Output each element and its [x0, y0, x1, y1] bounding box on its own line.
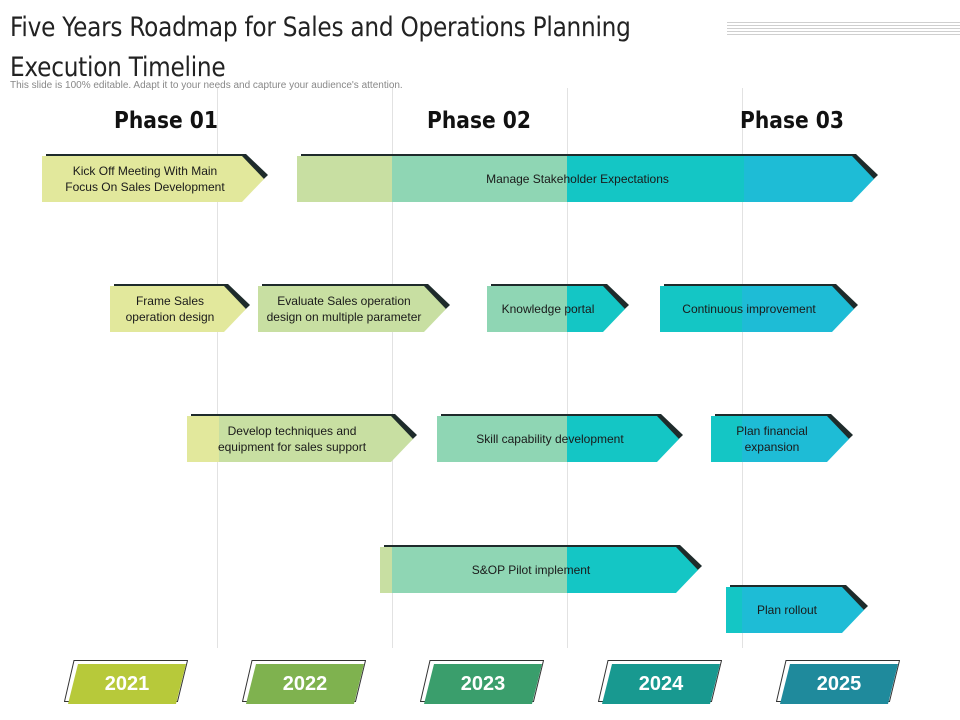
task-label: Kick Off Meeting With Main Focus On Sale… — [65, 164, 225, 194]
year-badge-2022: 2022 — [242, 660, 366, 702]
gridline-2 — [392, 88, 393, 648]
task-label: Develop techniques and equipment for sal… — [217, 424, 367, 454]
task-bar — [437, 416, 679, 462]
year-badge-outline — [420, 660, 544, 702]
task-bar — [110, 286, 246, 332]
phase-heading-03: Phase 03 — [740, 108, 844, 134]
task-label: Plan financial expansion — [736, 424, 808, 454]
year-badge-fill — [68, 664, 186, 704]
gridline-4 — [742, 88, 743, 648]
task-label: Evaluate Sales operation design on multi… — [266, 294, 422, 324]
task-bar — [711, 416, 849, 462]
year-badge-fill — [602, 664, 720, 704]
task-label: Skill capability development — [476, 432, 624, 446]
task-bar — [187, 416, 413, 462]
task-label: Manage Stakeholder Expectations — [486, 172, 669, 186]
year-badge-2021: 2021 — [64, 660, 188, 702]
year-badge-2023: 2023 — [420, 660, 544, 702]
task-label: S&OP Pilot implement — [471, 563, 591, 577]
year-badge-fill — [424, 664, 542, 704]
task-bar — [487, 286, 625, 332]
task-label: Continuous improvement — [682, 302, 816, 316]
title-line-1: Five Years Roadmap for Sales and Operati… — [10, 12, 631, 43]
year-badge-outline — [242, 660, 366, 702]
year-badge-fill — [780, 664, 898, 704]
year-label: 2023 — [460, 672, 506, 695]
task-bar — [258, 286, 446, 332]
task-label: Knowledge portal — [501, 302, 595, 316]
year-badge-2025: 2025 — [776, 660, 900, 702]
task-label: Frame Sales operation design — [125, 294, 215, 324]
year-label: 2024 — [638, 672, 684, 695]
gridline-3 — [567, 88, 568, 648]
task-bar — [726, 587, 864, 633]
year-label: 2021 — [104, 672, 150, 695]
task-bar — [380, 547, 698, 593]
task-bar — [42, 156, 264, 202]
year-label: 2022 — [282, 672, 328, 695]
year-badge-outline — [64, 660, 188, 702]
year-label: 2025 — [816, 672, 862, 695]
page-title: Five Years Roadmap for Sales and Operati… — [10, 8, 631, 88]
phase-heading-01: Phase 01 — [114, 108, 218, 134]
phase-heading-02: Phase 02 — [427, 108, 531, 134]
gridline-1 — [217, 88, 218, 648]
title-rule-decoration — [727, 22, 960, 36]
task-bar — [297, 156, 874, 202]
year-badge-outline — [598, 660, 722, 702]
year-badge-outline — [776, 660, 900, 702]
task-label: Plan rollout — [756, 603, 818, 617]
task-bar — [660, 286, 854, 332]
page-subtitle: This slide is 100% editable. Adapt it to… — [10, 80, 403, 91]
year-badge-fill — [246, 664, 364, 704]
title-line-2: Execution Timeline — [10, 52, 226, 83]
year-badge-2024: 2024 — [598, 660, 722, 702]
